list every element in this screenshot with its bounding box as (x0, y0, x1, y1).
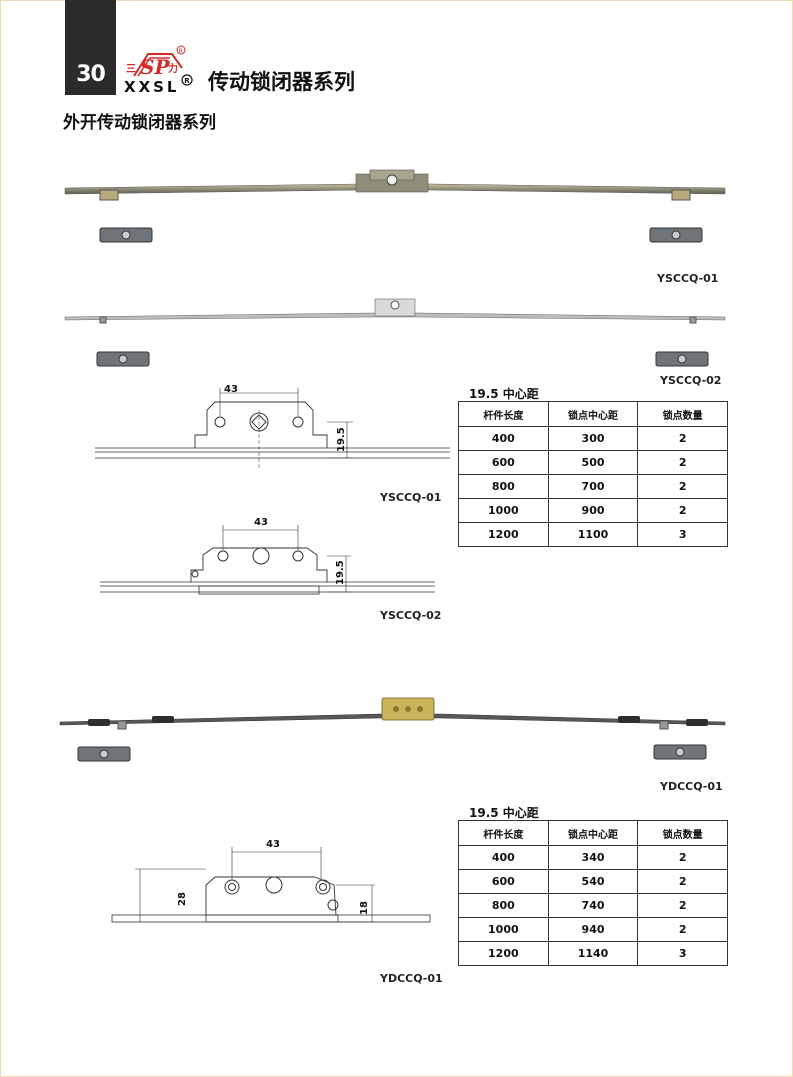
model-label: YSCCQ-02 (380, 609, 442, 622)
header-cell: 锁点数量 (637, 401, 728, 427)
table-cell: 2 (637, 869, 728, 894)
table-row: 1000 940 2 (458, 917, 728, 942)
lock-keeper-icon (77, 746, 131, 762)
product-photo-yscc-01 (64, 169, 726, 201)
table-caption: 19.5 中心距 (469, 806, 539, 820)
table-cell: 2 (637, 426, 728, 451)
header-cell: 锁点中心距 (547, 401, 639, 427)
dimension-label: 43 (266, 839, 280, 850)
spec-table-2: 杆件长度 锁点中心距 锁点数量 400 340 2 600 540 2 800 … (458, 820, 728, 966)
product-photo-ydcc-01 (59, 697, 726, 730)
table-cell: 1140 (547, 941, 639, 966)
dimension-label: 43 (224, 384, 238, 395)
table-row: 400 300 2 (458, 426, 728, 451)
header-cell: 锁点数量 (637, 820, 728, 846)
table-cell: 2 (637, 498, 728, 523)
table-cell: 3 (637, 522, 728, 547)
technical-drawing-yscc-01 (95, 388, 450, 470)
lock-keeper-icon (649, 227, 703, 243)
model-label: YSCCQ-01 (657, 272, 719, 285)
model-label: YSCCQ-02 (660, 374, 722, 387)
section-title: 外开传动锁闭器系列 (63, 113, 216, 133)
lock-keeper-icon (655, 351, 709, 367)
svg-text:43: 43 (266, 839, 280, 850)
svg-text:力: 力 (168, 62, 178, 75)
page-number: 30 (76, 62, 106, 87)
svg-text:R: R (179, 48, 183, 55)
svg-text:19.5: 19.5 (336, 427, 347, 452)
page-number-tab (65, 0, 116, 95)
series-title: 传动锁闭器系列 (208, 70, 355, 94)
table-cell: 700 (547, 474, 639, 499)
table-cell: 600 (458, 450, 549, 475)
table-cell: 2 (637, 450, 728, 475)
dimension-label: 19.5 (336, 427, 347, 452)
product-photo-yscc-02 (64, 298, 726, 324)
table-cell: 940 (547, 917, 639, 942)
table-cell: 600 (458, 869, 549, 894)
dimension-label: 28 (177, 892, 188, 906)
technical-drawing-yscc-02 (100, 525, 435, 595)
svg-text:28: 28 (177, 892, 188, 906)
table-cell: 2 (637, 893, 728, 918)
table-cell: 2 (637, 845, 728, 870)
model-label: YDCCQ-01 (660, 780, 723, 793)
lock-keeper-icon (653, 744, 707, 760)
technical-drawing-ydcc-01 (111, 847, 431, 923)
svg-text:19.5: 19.5 (335, 560, 346, 585)
table-caption: 19.5 中心距 (469, 387, 539, 401)
table-cell: 300 (547, 426, 639, 451)
table-cell: 540 (547, 869, 639, 894)
table-cell: 2 (637, 474, 728, 499)
model-label: YDCCQ-01 (380, 972, 443, 985)
table-row: 800 740 2 (458, 893, 728, 918)
header-cell: 杆件长度 (458, 401, 549, 427)
table-cell: 2 (637, 917, 728, 942)
brand-letters: XXSL (124, 78, 180, 96)
dimension-label: 18 (359, 901, 370, 915)
svg-text:三: 三 (126, 63, 136, 75)
brand-logo: 三 SP 力 R (126, 45, 186, 79)
table-row: 600 500 2 (458, 450, 728, 475)
table-cell: 1100 (547, 522, 639, 547)
table-cell: 740 (547, 893, 639, 918)
table-row: 1200 1100 3 (458, 522, 728, 547)
lock-keeper-icon (96, 351, 150, 367)
table-cell: 3 (637, 941, 728, 966)
table-row: 600 540 2 (458, 869, 728, 894)
table-cell: 1000 (458, 917, 549, 942)
dimension-label: 43 (254, 517, 268, 528)
svg-text:43: 43 (254, 517, 268, 528)
table-cell: 1000 (458, 498, 549, 523)
table-cell: 500 (547, 450, 639, 475)
table-cell: 400 (458, 426, 549, 451)
table-row: 1000 900 2 (458, 498, 728, 523)
table-cell: 400 (458, 845, 549, 870)
svg-text:SP: SP (140, 55, 170, 79)
table-cell: 900 (547, 498, 639, 523)
svg-text:18: 18 (359, 901, 370, 915)
table-row: 800 700 2 (458, 474, 728, 499)
table-header-row: 杆件长度 锁点中心距 锁点数量 (458, 401, 728, 427)
svg-text:43: 43 (224, 384, 238, 395)
table-cell: 1200 (458, 941, 549, 966)
table-cell: 800 (458, 474, 549, 499)
spec-table-1: 杆件长度 锁点中心距 锁点数量 400 300 2 600 500 2 800 … (458, 401, 728, 547)
header-cell: 锁点中心距 (547, 820, 639, 846)
table-header-row: 杆件长度 锁点中心距 锁点数量 (458, 820, 728, 846)
table-cell: 800 (458, 893, 549, 918)
table-row: 1200 1140 3 (458, 941, 728, 966)
model-label: YSCCQ-01 (380, 491, 442, 504)
dimension-label: 19.5 (335, 560, 346, 585)
table-cell: 1200 (458, 522, 549, 547)
header-cell: 杆件长度 (458, 820, 549, 846)
table-cell: 340 (547, 845, 639, 870)
svg-text:R: R (184, 77, 190, 85)
lock-keeper-icon (99, 227, 153, 243)
table-row: 400 340 2 (458, 845, 728, 870)
registered-icon: R (181, 74, 193, 86)
